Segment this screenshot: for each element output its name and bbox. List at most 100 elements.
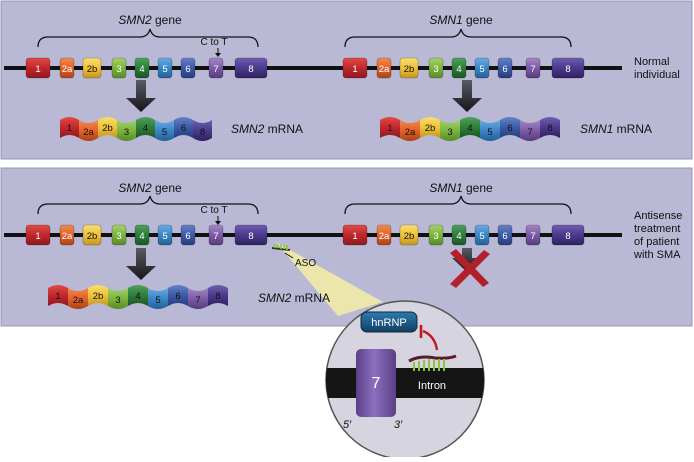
- zoom-intron-label: Intron: [418, 380, 446, 392]
- exon-label: 5: [162, 64, 167, 75]
- exon-2a: [59, 57, 75, 79]
- bottom-smn1-brace: [344, 195, 572, 215]
- mrna-exon-4: [128, 285, 148, 306]
- exon-8: [551, 224, 585, 246]
- zoom-five-prime-label: 5′: [343, 419, 352, 431]
- exon-label: 2a: [379, 231, 390, 242]
- mrna-exon-6: [174, 117, 193, 138]
- mrna-exon-2a: [79, 120, 98, 141]
- exon-7: [208, 224, 224, 246]
- zoom-aso-oligo: [408, 354, 457, 371]
- top-smn2-mrna-label: SMN2 mRNA: [231, 122, 303, 136]
- mrna-exon-label: 8: [200, 127, 205, 138]
- exon-label: 4: [456, 231, 461, 242]
- mrna-exon-label: 1: [67, 123, 72, 134]
- mrna-exon-2b: [420, 117, 440, 138]
- exon-5: [157, 224, 173, 246]
- bottom-smn2-down-arrow: [126, 248, 156, 280]
- mrna-exon-label: 6: [507, 123, 512, 134]
- exon-label: 4: [139, 231, 144, 242]
- bottom-smn2-mrna-label: SMN2 mRNA: [258, 291, 330, 305]
- zoom-hnrnp-label: hnRNP: [371, 317, 406, 329]
- exon-label: 1: [352, 231, 357, 242]
- exon-6: [180, 224, 196, 246]
- mrna-exon-1: [380, 117, 400, 138]
- mrna-exon-label: 2a: [83, 127, 94, 138]
- exon-7: [525, 57, 541, 79]
- mrna-exon-2b: [98, 117, 117, 138]
- mrna-exon-6: [168, 285, 188, 306]
- exon-label: 5: [162, 231, 167, 242]
- zoom-exon-7-label: 7: [372, 375, 381, 392]
- bottom-smn1-down-arrow: [452, 248, 482, 272]
- exon-label: 2b: [87, 64, 98, 75]
- exon-label: 2a: [379, 64, 390, 75]
- mrna-exon-label: 1: [55, 291, 60, 302]
- mrna-exon-4: [136, 117, 155, 138]
- exon-1: [342, 57, 368, 79]
- top-smn1-down-arrow: [452, 80, 482, 112]
- exon-2a: [376, 57, 392, 79]
- mrna-exon-8: [193, 120, 212, 141]
- exon-label: 3: [116, 64, 121, 75]
- mrna-exon-label: 2a: [73, 295, 84, 306]
- exon-8: [234, 57, 268, 79]
- exon-label: 4: [139, 64, 144, 75]
- exon-label: 8: [248, 64, 253, 75]
- exon-3: [428, 224, 444, 246]
- exon-label: 8: [565, 64, 570, 75]
- mrna-exon-8: [540, 117, 560, 138]
- exon-label: 3: [433, 64, 438, 75]
- exon-2a: [59, 224, 75, 246]
- exon-label: 2b: [87, 231, 98, 242]
- mrna-exon-1: [48, 285, 68, 306]
- mrna-exon-7: [188, 288, 208, 309]
- mrna-exon-7: [520, 120, 540, 141]
- mrna-exon-label: 2b: [102, 123, 113, 134]
- exon-8: [551, 57, 585, 79]
- mrna-exon-label: 1: [387, 123, 392, 134]
- red-x-icon: [450, 249, 490, 288]
- mrna-exon-8: [208, 285, 228, 306]
- exon-2b: [82, 224, 102, 246]
- bottom-c-to-t-label: C to T: [200, 205, 227, 216]
- exon-label: 2a: [62, 231, 73, 242]
- mrna-exon-label: 7: [527, 127, 532, 138]
- exon-7: [208, 57, 224, 79]
- mrna-exon-label: 2b: [425, 123, 436, 134]
- top-c-to-t-label: C to T: [200, 37, 227, 48]
- exon-3: [111, 57, 127, 79]
- exon-label: 8: [248, 231, 253, 242]
- bottom-smn2-brace: [37, 195, 259, 215]
- mrna-exon-3: [117, 120, 136, 141]
- exon-1: [342, 224, 368, 246]
- mrna-exon-label: 4: [135, 291, 140, 302]
- mrna-exon-label: 4: [467, 123, 472, 134]
- exon-4: [451, 224, 467, 246]
- zoom-exon-7: [356, 349, 396, 417]
- exon-6: [497, 57, 513, 79]
- zoom-inhibition-arrow: [422, 329, 439, 351]
- mrna-exon-6: [500, 117, 520, 138]
- mrna-exon-label: 7: [195, 295, 200, 306]
- exon-4: [134, 57, 150, 79]
- mrna-exon-2b: [88, 285, 108, 306]
- top-smn2-gene-label: SMN2 gene: [118, 13, 182, 27]
- top-smn2-brace: [37, 28, 259, 48]
- exon-6: [180, 57, 196, 79]
- exon-label: 1: [352, 64, 357, 75]
- exon-label: 5: [479, 231, 484, 242]
- mrna-exon-5: [480, 120, 500, 141]
- exon-5: [474, 57, 490, 79]
- mrna-exon-4: [460, 117, 480, 138]
- mrna-exon-label: 6: [181, 123, 186, 134]
- exon-5: [474, 224, 490, 246]
- exon-label: 3: [433, 231, 438, 242]
